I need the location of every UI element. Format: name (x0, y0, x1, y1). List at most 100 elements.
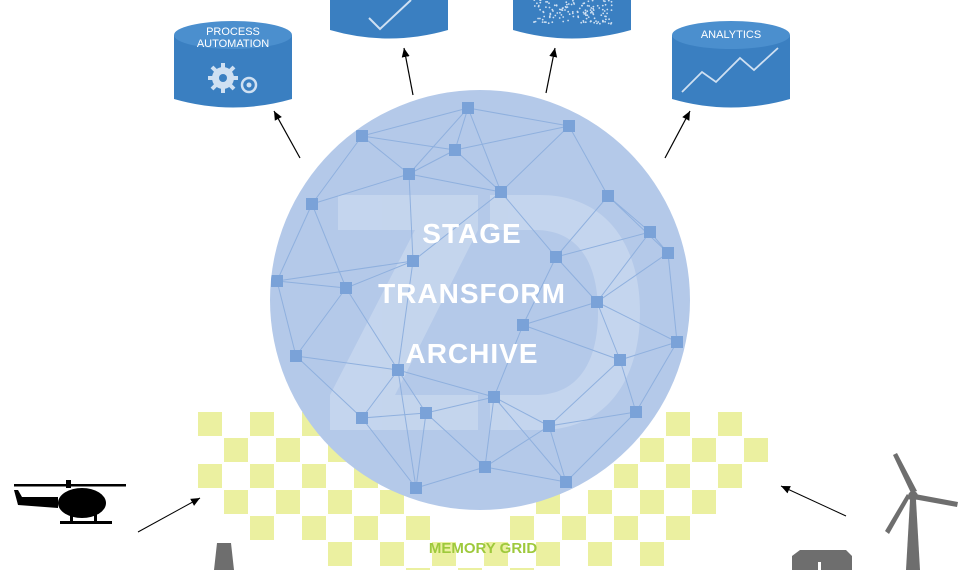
memory-grid-cell (510, 516, 534, 540)
mesh-edge (397, 369, 427, 414)
scatter-dot (610, 0, 613, 3)
mesh-edge (467, 107, 570, 127)
mesh-node (407, 255, 419, 267)
mesh-edge (415, 466, 486, 489)
scatter-dot (554, 14, 557, 17)
arrow-to-reporting (401, 47, 414, 96)
wind-turbine-icon (885, 453, 958, 570)
scatter-dot (567, 10, 570, 13)
mesh-edge (412, 191, 502, 262)
mesh-node (517, 319, 529, 331)
scatter-dot (602, 19, 604, 22)
scatter-dot (595, 20, 597, 22)
memory-grid-cell (328, 542, 352, 566)
mesh-edge (493, 396, 567, 483)
mesh-edge (596, 252, 669, 303)
scatter-dot (585, 17, 588, 20)
memory-grid-cell (640, 542, 664, 566)
memory-grid-cell (406, 516, 430, 540)
mesh-edge (607, 195, 669, 254)
scatter-dot (555, 4, 558, 7)
mesh-node (479, 461, 491, 473)
scatter-dot (592, 5, 595, 8)
memory-grid-cell (588, 542, 612, 566)
mesh-edge (311, 173, 410, 205)
cylinder-label: ANALYTICS (701, 29, 761, 41)
scatter-dot (566, 3, 568, 6)
scatter-dot (548, 2, 550, 5)
mesh-edge (596, 231, 651, 303)
mesh-edge (276, 280, 347, 289)
memory-grid-cell (302, 464, 326, 488)
mesh-node (403, 168, 415, 180)
mesh-edge (635, 341, 678, 413)
scatter-dot (608, 18, 610, 21)
scatter-dot (536, 2, 538, 5)
mesh-edge (425, 412, 486, 468)
arrow-to-process-automation (273, 110, 301, 159)
mesh-edge (500, 191, 557, 258)
scatter-dot (601, 4, 604, 7)
memory-grid-cell (250, 516, 274, 540)
scatter-dot (600, 14, 603, 17)
memory-grid-cell (640, 490, 664, 514)
memory-grid-cell (666, 412, 690, 436)
scatter-dot (604, 15, 606, 18)
memory-grid-cell (224, 490, 248, 514)
scatter-dot (586, 4, 589, 7)
scatter-dot (590, 20, 592, 23)
mesh-edge (408, 173, 414, 262)
mesh-edge (311, 135, 363, 205)
memory-grid-cell (562, 516, 586, 540)
scatter-dot (561, 7, 564, 10)
sphere-label-archive: ARCHIVE (405, 338, 538, 369)
memory-grid-cell (510, 568, 534, 570)
mesh-edge (361, 417, 417, 489)
scatter-dot (571, 12, 574, 15)
memory-grid-cell (276, 438, 300, 462)
scatter-dot (539, 0, 542, 2)
memory-grid-cell (640, 438, 664, 462)
mesh-edge (397, 260, 414, 371)
mesh-edge (522, 256, 557, 326)
memory-grid-cell (484, 542, 508, 566)
scatter-dot (567, 19, 569, 22)
arrow-from-helicopter (137, 497, 201, 533)
scatter-dot (552, 16, 555, 19)
mesh-edge (500, 125, 570, 193)
checkmark-icon (368, 0, 412, 31)
mesh-edge (311, 203, 347, 289)
helicopter-icon (14, 480, 126, 524)
memory-grid-cell (666, 516, 690, 540)
mesh-node (602, 190, 614, 202)
scatter-dot (607, 0, 610, 2)
scatter-dot (549, 13, 552, 16)
building-icon (792, 550, 852, 570)
mesh-edge (568, 125, 609, 197)
scatter-dot (592, 13, 595, 16)
scatter-dot (572, 2, 575, 4)
scatter-dot (591, 0, 594, 2)
scatter-dot (584, 21, 587, 24)
mesh-edge (619, 359, 637, 413)
scatter-dot (570, 3, 573, 6)
scatter-dot (576, 10, 579, 13)
mesh-edge (454, 149, 502, 193)
cylinder-process-automation: PROCESS AUTOMATION (174, 21, 292, 108)
mesh-node (614, 354, 626, 366)
scatter-dot (545, 21, 547, 24)
arrow-from-wind-turbine (780, 485, 847, 517)
scatter-dot (533, 5, 536, 7)
scatter-dot (539, 1, 542, 4)
scatter-dot (548, 6, 551, 9)
mesh-node (671, 336, 683, 348)
mesh-node (340, 282, 352, 294)
mesh-edge (361, 412, 427, 419)
mesh-node (271, 275, 283, 287)
scatter-dot (592, 9, 595, 12)
scatter-dot (586, 14, 589, 17)
mesh-edge (408, 107, 469, 175)
mesh-edge (345, 287, 399, 371)
factory-chimney-icon (214, 543, 234, 570)
memory-grid-cell (380, 542, 404, 566)
